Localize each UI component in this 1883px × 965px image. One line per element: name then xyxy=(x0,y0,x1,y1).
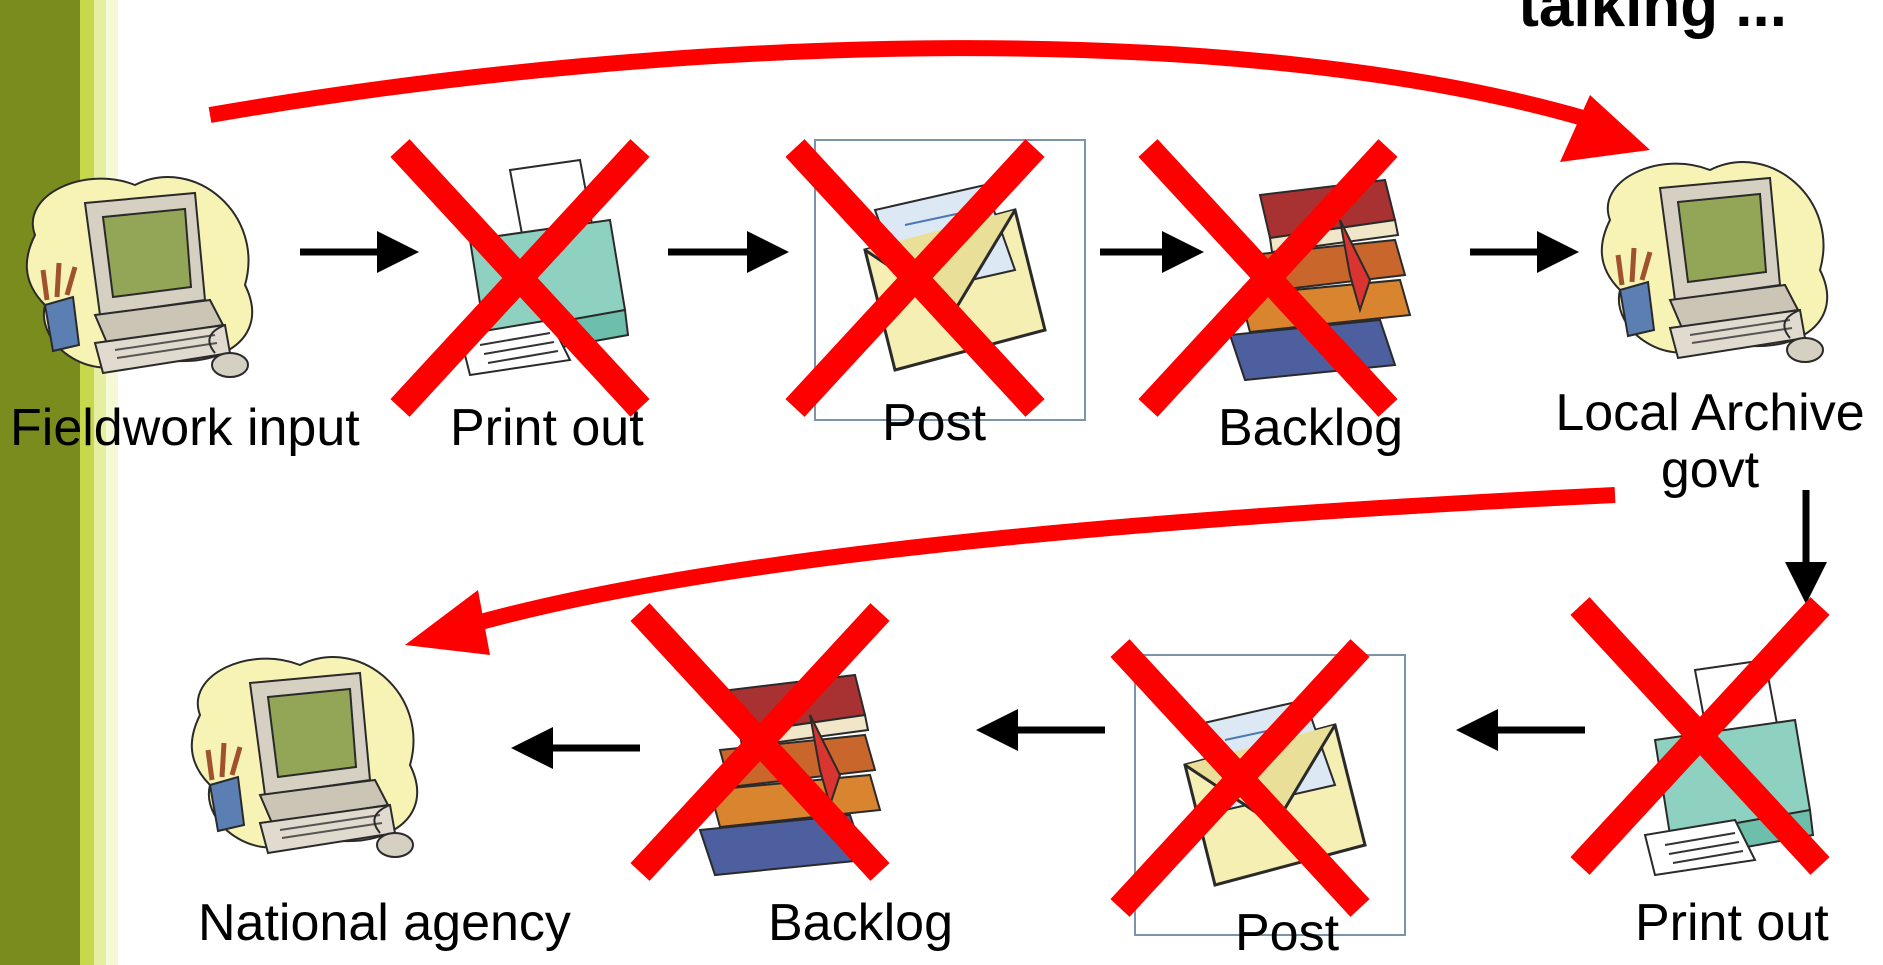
local-archive-computer-icon xyxy=(1602,162,1827,362)
label-local-archive-line2: govt xyxy=(1545,442,1875,499)
bypass-arrow-bottom xyxy=(470,495,1615,625)
label-print-out: Print out xyxy=(1635,895,1829,952)
fieldwork-computer-icon xyxy=(27,177,252,377)
label-post: Post xyxy=(1235,905,1339,962)
label-backlog: Backlog xyxy=(768,895,953,952)
label-national-agency: National agency xyxy=(198,895,571,952)
envelope-icon xyxy=(815,140,1085,420)
label-local-archive-line1: Local Archive xyxy=(1545,385,1875,442)
label-local-archive: Local Archive govt xyxy=(1545,385,1875,499)
bypass-arrowhead-bottom xyxy=(405,590,490,655)
national-agency-computer-icon xyxy=(192,657,417,857)
label-fieldwork-input: Fieldwork input xyxy=(10,400,360,457)
label-backlog: Backlog xyxy=(1218,400,1403,457)
label-post: Post xyxy=(882,395,986,452)
bypass-arrowhead-top xyxy=(1560,95,1650,162)
label-print-out: Print out xyxy=(450,400,644,457)
bypass-arrow-top xyxy=(210,48,1590,120)
